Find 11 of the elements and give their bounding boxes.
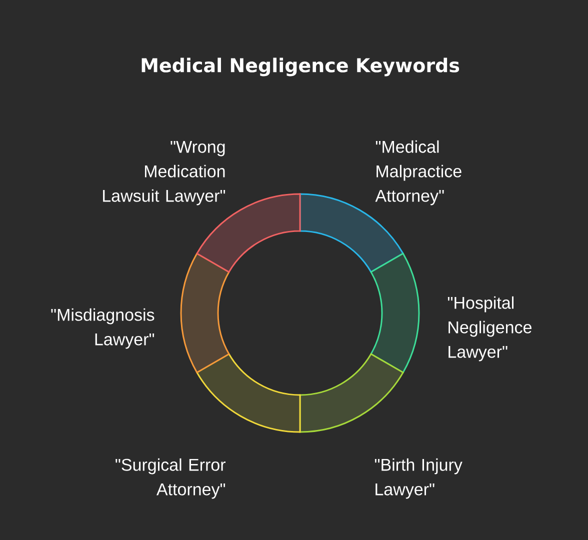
segment-label: "Surgical Error Attorney" xyxy=(116,458,226,499)
segment-label: "Medical Malpractice Attorney" xyxy=(375,140,462,206)
segment-label: "Wrong Medication Lawsuit Lawyer" xyxy=(103,141,226,206)
title: Medical Negligence Keywords xyxy=(142,58,460,76)
segment-label: "Hospital Negligence Lawyer" xyxy=(448,296,532,362)
ring-segment xyxy=(180,252,230,374)
segment-label: "Misdiagnosis Lawyer" xyxy=(51,308,154,349)
segment-label: "Birth Injury Lawyer" xyxy=(374,458,462,499)
ring-segment xyxy=(196,353,301,433)
ring-segment xyxy=(299,353,404,433)
ring-segment xyxy=(370,252,420,374)
